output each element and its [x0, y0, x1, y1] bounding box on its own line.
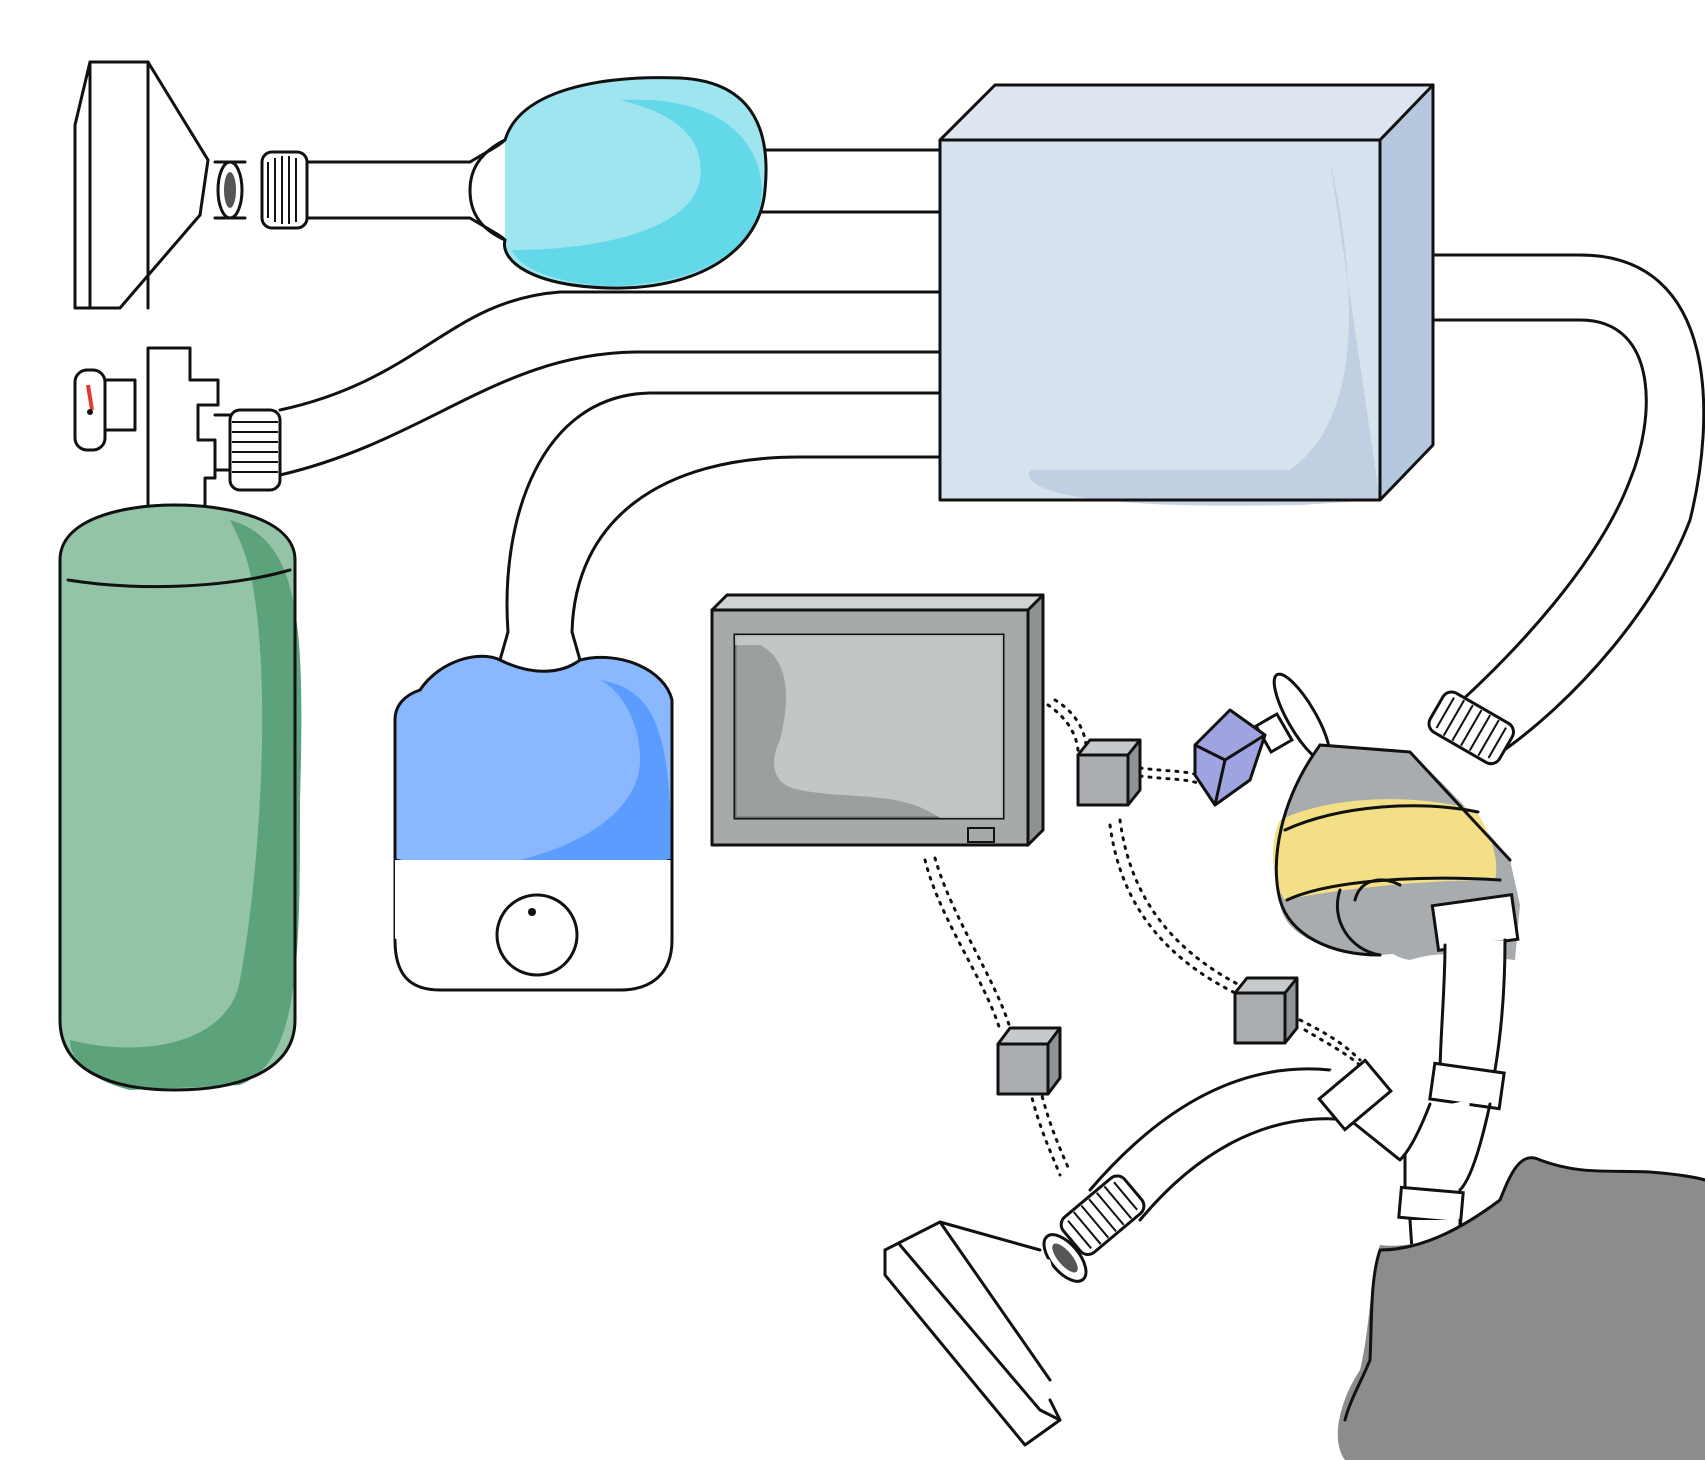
- bag-valve: [468, 76, 768, 290]
- monitor: [710, 593, 1045, 847]
- patient-shape: [1337, 1156, 1705, 1460]
- sensor-cube-2: [1233, 976, 1299, 1045]
- humidifier: [393, 630, 674, 992]
- oxygen-cylinder: [58, 346, 302, 1092]
- sensor-cube-1: [1076, 738, 1142, 807]
- sensor-cubes: [996, 738, 1299, 1096]
- flow-sensor: [1193, 672, 1332, 807]
- mask-bottom: [883, 1174, 1146, 1447]
- y-piece: [1317, 938, 1507, 1259]
- tubing: [278, 148, 1705, 1222]
- pressure-gauge: [73, 368, 137, 452]
- sensor-cube-3: [996, 1026, 1062, 1096]
- ventilator-box: [938, 83, 1435, 506]
- mask-top: [73, 60, 507, 310]
